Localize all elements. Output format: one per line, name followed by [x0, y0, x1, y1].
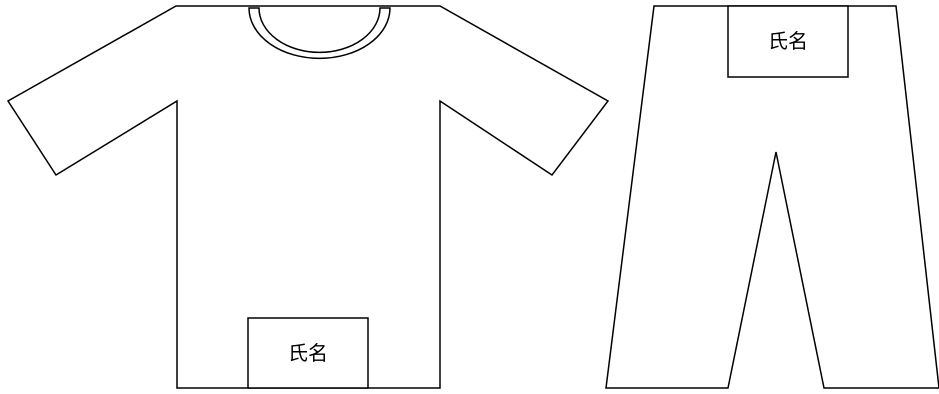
pants-name-tag: 氏名 [727, 5, 849, 78]
tshirt-name-tag-box [247, 317, 369, 389]
tshirt-outline [6, 5, 610, 389]
pants-outline [605, 5, 939, 389]
tshirt-name-tag-label: 氏名 [288, 341, 328, 365]
tshirt-figure: 氏名 [6, 5, 610, 389]
tshirt-name-tag: 氏名 [247, 317, 369, 389]
tshirt-collar [248, 7, 391, 60]
pants-name-tag-box [727, 5, 849, 78]
pants-name-tag-label: 氏名 [768, 29, 808, 53]
pants-figure: 氏名 [605, 5, 939, 389]
